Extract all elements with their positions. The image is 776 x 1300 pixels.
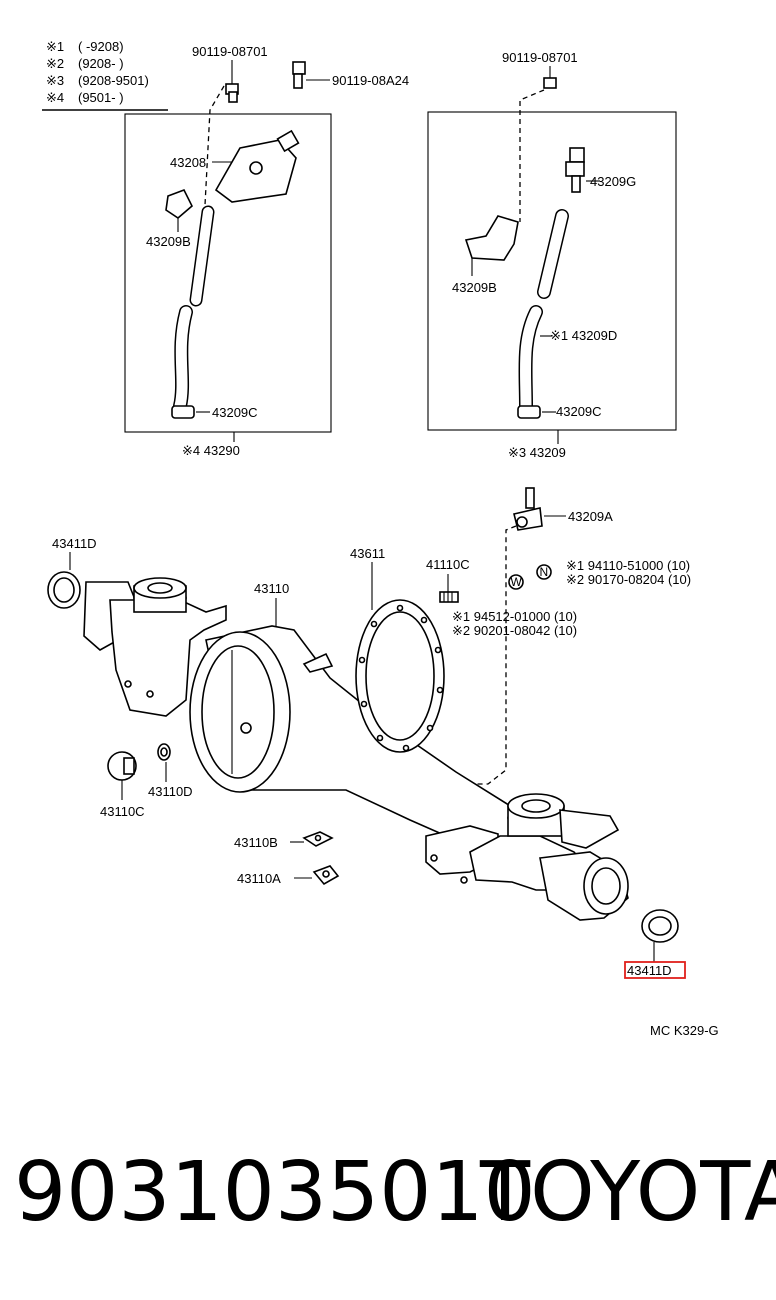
- dashed-leader: [204, 85, 225, 206]
- label-union-right: 43209G: [590, 174, 636, 189]
- label-nut-n-1: ※1 94110-51000 (10): [566, 558, 690, 573]
- clamp-icon: [165, 188, 193, 220]
- legend-mark-3: ※3: [46, 73, 64, 88]
- clamp-icon: [464, 215, 519, 261]
- plate-b-icon: [302, 831, 334, 847]
- nut-symbol-icon: N: [536, 564, 552, 580]
- gasket-icon: [355, 599, 445, 753]
- part-number: 9031035010: [14, 1145, 536, 1240]
- assembly-left: 90119-08701 90119-08A24 43208 43209B: [124, 44, 409, 458]
- plate-a-icon: [312, 865, 340, 886]
- label-washer-w-2: ※2 90201-08042 (10): [452, 623, 577, 638]
- label-clamp-left: 43209B: [146, 234, 191, 249]
- legend-range-4: (9501- ): [78, 90, 124, 105]
- legend-mark-4: ※4: [46, 90, 64, 105]
- assembly-right-frame: [427, 111, 677, 431]
- symbol-w: W: [511, 575, 523, 589]
- label-hose-clip-left: 43209C: [212, 405, 258, 420]
- label-clamp-right: 43209B: [452, 280, 497, 295]
- bolt-icon: [292, 61, 306, 89]
- legend-mark-1: ※1: [46, 39, 64, 54]
- label-bracket-left: 43208: [170, 155, 206, 170]
- label-bolt-left-2: 90119-08A24: [332, 73, 409, 88]
- bracket-icon: [214, 129, 300, 203]
- hose-clip-icon: [517, 405, 541, 419]
- washer-symbol-icon: W: [508, 574, 524, 590]
- assembly-right: 90119-08701 43209G 43209B ※1 43209D 4: [427, 50, 677, 460]
- label-hose-clip-right: 43209C: [556, 404, 602, 419]
- label-bolt-left: 90119-08701: [192, 44, 268, 59]
- highlight-box: [624, 961, 686, 979]
- label-plug-gasket: 43110D: [148, 784, 193, 799]
- bolt-icon: [225, 83, 239, 103]
- oil-seal-icon: [47, 571, 81, 609]
- label-stud: 41110C: [426, 557, 470, 572]
- stud-icon: [439, 591, 459, 603]
- legend: ※1 ( -9208) ※2 (9208- ) ※3 (9208-9501) ※…: [42, 39, 168, 111]
- label-seal-left: 43411D: [52, 536, 97, 551]
- symbol-n: N: [540, 565, 549, 579]
- union-icon: [565, 147, 585, 193]
- label-housing: 43110: [254, 581, 289, 596]
- label-bolt-right: 90119-08701: [502, 50, 578, 65]
- oil-seal-icon: [641, 909, 679, 943]
- hose-clip-icon: [171, 405, 195, 419]
- label-assy-right: ※3 43209: [508, 445, 566, 460]
- plug-gasket-icon: [157, 743, 171, 761]
- dashed-leader: [519, 89, 545, 222]
- drain-plug-icon: [107, 751, 137, 781]
- bolt-icon: [543, 77, 557, 89]
- diagram-code: MC K329-G: [650, 1023, 719, 1038]
- label-hose-right: ※1 43209D: [550, 328, 617, 343]
- label-assy-left: ※4 43290: [182, 443, 240, 458]
- brand-name: TOYOTA: [480, 1145, 776, 1240]
- label-breather: 43209A: [568, 509, 613, 524]
- label-seal-right: 43411D: [627, 963, 672, 978]
- breather-icon: [513, 487, 543, 531]
- label-nut-n-2: ※2 90170-08204 (10): [566, 572, 691, 587]
- legend-range-1: ( -9208): [78, 39, 124, 54]
- legend-mark-2: ※2: [46, 56, 64, 71]
- label-washer-w-1: ※1 94512-01000 (10): [452, 609, 577, 624]
- label-gasket: 43611: [350, 546, 385, 561]
- legend-range-3: (9208-9501): [78, 73, 149, 88]
- label-plug: 43110C: [100, 804, 145, 819]
- legend-range-2: (9208- ): [78, 56, 124, 71]
- label-plate-a: 43110A: [237, 871, 281, 886]
- label-plate-b: 43110B: [234, 835, 278, 850]
- parts-diagram: ※1 ( -9208) ※2 (9208- ) ※3 (9208-9501) ※…: [42, 39, 719, 1038]
- assembly-left-frame: [124, 113, 332, 433]
